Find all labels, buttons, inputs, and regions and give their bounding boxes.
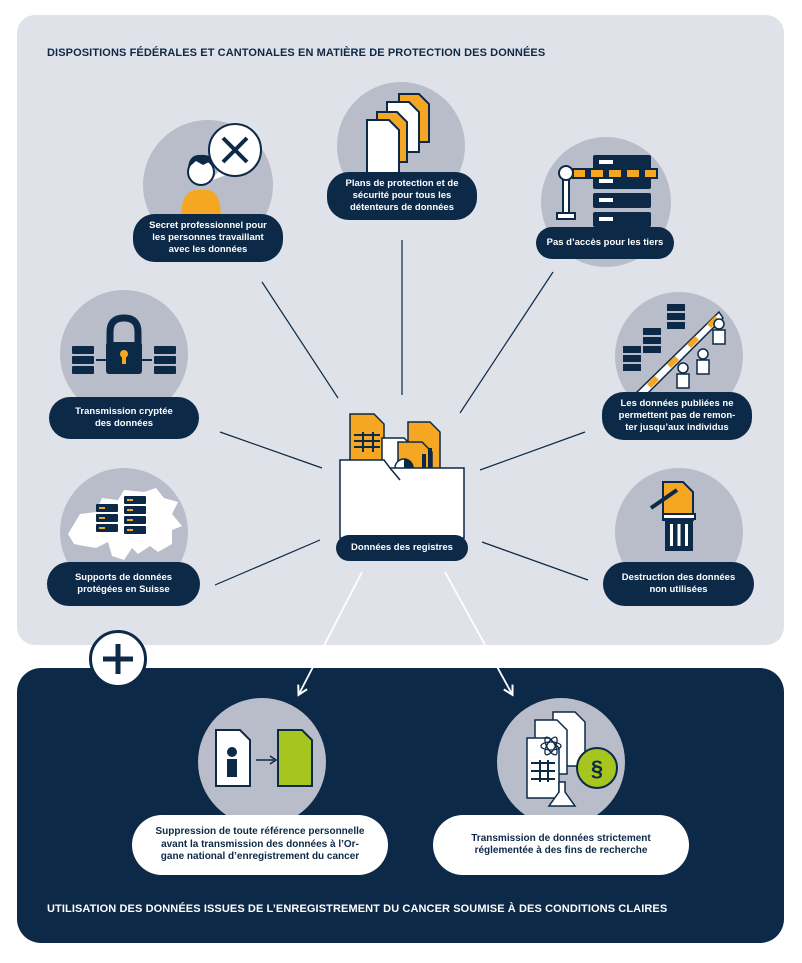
- research-label: Transmission de données strictement régl…: [433, 815, 689, 875]
- documents-stack-icon: [366, 93, 430, 175]
- usage-panel: [17, 668, 784, 943]
- anonymize-label: Suppression de toute référence personnel…: [132, 815, 388, 875]
- plans-label: Plans de protection et de sécurité pour …: [327, 172, 477, 220]
- register-folder: [330, 408, 470, 543]
- swiss-storage-label: Supports de données protégées en Suisse: [47, 562, 200, 606]
- switzerland-map-icon: [68, 488, 182, 560]
- no-access-label: Pas d’accès pour les tiers: [536, 227, 674, 259]
- register-label: Données des registres: [336, 535, 468, 561]
- secret-label: Secret professionnel pour les personnes …: [133, 214, 283, 262]
- encryption-circle: [60, 290, 188, 418]
- destruction-label: Destruction des données non utilisées: [603, 562, 754, 606]
- svg-text:§: §: [591, 756, 603, 781]
- anonymize-circle: [198, 698, 326, 826]
- folder-documents-icon: [339, 413, 465, 539]
- plus-circle: [89, 630, 147, 688]
- encryption-label: Transmission cryptée des données: [49, 397, 199, 439]
- plus-icon: [103, 644, 133, 674]
- usage-title: UTILISATION DES DONNÉES ISSUES DE L’ENRE…: [47, 903, 668, 915]
- research-documents-law-icon: §: [526, 711, 618, 807]
- trash-bin-icon: [649, 481, 696, 551]
- person-speech-x-icon: [181, 123, 262, 218]
- document-anonymize-icon: [215, 729, 313, 787]
- anonymized-people-icon: [623, 304, 726, 400]
- barrier-server-icon: [556, 155, 658, 227]
- padlock-servers-icon: [72, 314, 176, 374]
- anonymized-label: Les données publiées ne permettent pas d…: [602, 392, 752, 440]
- protection-title: DISPOSITIONS FÉDÉRALES ET CANTONALES EN …: [47, 47, 546, 59]
- research-circle: §: [497, 698, 625, 826]
